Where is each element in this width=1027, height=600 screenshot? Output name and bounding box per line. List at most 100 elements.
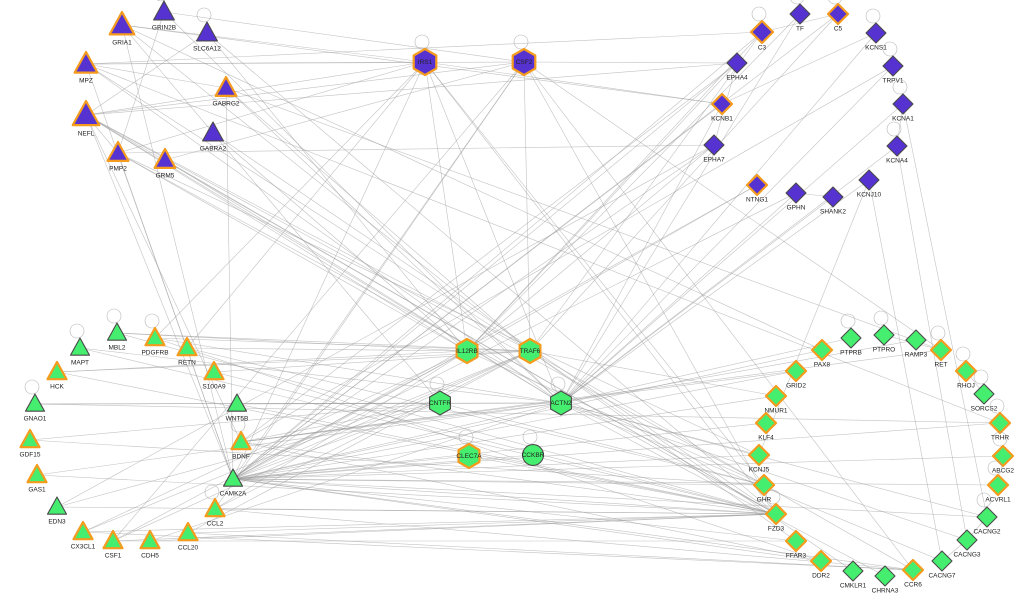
diamond-node-shape[interactable] (784, 529, 808, 553)
node-ccr6[interactable]: CCR6 (901, 558, 925, 589)
node-csf1[interactable]: CSF1 (102, 529, 124, 560)
triangle-node-shape[interactable] (222, 468, 244, 487)
diamond-node-shape[interactable] (826, 2, 850, 26)
diamond-node-shape[interactable] (956, 529, 978, 551)
triangle-node-shape[interactable] (203, 360, 225, 381)
hexagon-node-shape[interactable] (550, 390, 572, 416)
circle-node-shape[interactable] (521, 443, 544, 466)
node-cx3cl1[interactable]: CX3CL1 (71, 520, 96, 551)
hexagon-node-shape[interactable] (412, 47, 438, 77)
triangle-node-shape[interactable] (204, 497, 226, 518)
diamond-node-shape[interactable] (754, 411, 778, 435)
node-cacng7[interactable]: CACNG7 (928, 550, 956, 580)
node-chrna3[interactable]: CHRNA3 (872, 565, 899, 595)
triangle-node-shape[interactable] (153, 0, 175, 21)
diamond-node-shape[interactable] (822, 186, 844, 208)
diamond-node-shape[interactable] (973, 383, 995, 405)
node-ret[interactable]: RET (929, 325, 953, 369)
node-sorcs2[interactable]: SORCS2 (971, 369, 998, 413)
node-acvrl1[interactable]: ACVRL1 (985, 460, 1011, 504)
triangle-node-shape[interactable] (214, 75, 238, 98)
diamond-node-shape[interactable] (858, 169, 880, 191)
diamond-node-shape[interactable] (892, 93, 914, 115)
diamond-node-shape[interactable] (764, 384, 788, 408)
diamond-node-shape[interactable] (929, 338, 953, 362)
node-s100a9[interactable]: S100A9 (202, 360, 226, 391)
node-hck[interactable]: HCK (46, 360, 68, 391)
node-cmklr1[interactable]: CMKLR1 (840, 560, 867, 590)
node-abcg2[interactable]: ABCG2 (991, 431, 1015, 475)
diamond-node-shape[interactable] (874, 565, 896, 587)
triangle-node-shape[interactable] (106, 140, 130, 162)
node-gdf15[interactable]: GDF15 (19, 428, 41, 459)
node-edn3[interactable]: EDN3 (46, 496, 68, 526)
node-cacng3[interactable]: CACNG3 (953, 529, 981, 559)
node-il12rb[interactable]: IL12RB (455, 337, 479, 365)
node-traf6[interactable]: TRAF6 (518, 337, 542, 365)
triangle-node-shape[interactable] (73, 50, 99, 74)
diamond-node-shape[interactable] (986, 473, 1010, 497)
node-cckbr[interactable]: CCKBR (521, 429, 545, 466)
diamond-node-shape[interactable] (842, 560, 864, 582)
diamond-node-shape[interactable] (749, 19, 775, 45)
hexagon-node-shape[interactable] (518, 337, 542, 365)
diamond-node-shape[interactable] (976, 506, 998, 528)
node-pax8[interactable]: PAX8 (810, 338, 834, 369)
node-shank2[interactable]: SHANK2 (820, 186, 846, 216)
triangle-node-shape[interactable] (144, 326, 166, 347)
triangle-node-shape[interactable] (176, 336, 198, 357)
node-tf[interactable]: TF (789, 0, 811, 33)
triangle-node-shape[interactable] (71, 99, 101, 127)
diamond-node-shape[interactable] (991, 444, 1015, 468)
diamond-node-shape[interactable] (886, 135, 908, 157)
node-kcnj10[interactable]: KCNJ10 (857, 169, 882, 199)
triangle-node-shape[interactable] (46, 360, 68, 381)
diamond-node-shape[interactable] (954, 359, 978, 383)
node-ccl20[interactable]: CCL20 (177, 521, 199, 552)
node-kcna4[interactable]: KCNA4 (886, 121, 908, 165)
diamond-node-shape[interactable] (931, 550, 953, 572)
hexagon-node-shape[interactable] (429, 390, 451, 416)
diamond-node-shape[interactable] (810, 338, 834, 362)
diamond-node-shape[interactable] (785, 182, 807, 204)
triangle-node-shape[interactable] (226, 393, 248, 412)
diamond-node-shape[interactable] (905, 329, 927, 351)
diamond-node-shape[interactable] (784, 359, 808, 383)
node-gas1[interactable]: GAS1 (26, 463, 48, 494)
node-grin2b[interactable]: GRIN2B (152, 0, 176, 32)
node-csf2[interactable]: CSF2 (511, 34, 537, 77)
node-fzd3[interactable]: FZD3 (764, 489, 788, 533)
diamond-node-shape[interactable] (840, 327, 862, 349)
hexagon-node-shape[interactable] (457, 442, 481, 470)
diamond-node-shape[interactable] (988, 411, 1012, 435)
diamond-node-shape[interactable] (901, 558, 925, 582)
node-mpz[interactable]: MPZ (73, 50, 99, 85)
node-kcna1[interactable]: KCNA1 (892, 79, 914, 123)
node-slc6a12[interactable]: SLC6A12 (193, 7, 221, 53)
triangle-node-shape[interactable] (139, 529, 161, 550)
node-actn2[interactable]: ACTN2 (550, 376, 572, 416)
triangle-node-shape[interactable] (102, 529, 124, 550)
triangle-node-shape[interactable] (177, 521, 199, 542)
triangle-node-shape[interactable] (24, 393, 46, 412)
node-trhr[interactable]: TRHR (988, 398, 1012, 442)
node-grid2[interactable]: GRID2 (784, 359, 808, 390)
diamond-node-shape[interactable] (764, 502, 788, 526)
triangle-node-shape[interactable] (26, 463, 48, 484)
diamond-node-shape[interactable] (882, 55, 904, 77)
node-nmur1[interactable]: NMUR1 (764, 384, 788, 415)
hexagon-node-shape[interactable] (455, 337, 479, 365)
diamond-node-shape[interactable] (752, 473, 776, 497)
node-mbl2[interactable]: MBL2 (106, 308, 128, 352)
hexagon-node-shape[interactable] (511, 47, 537, 77)
triangle-node-shape[interactable] (230, 430, 252, 451)
node-pmp2[interactable]: PMP2 (106, 140, 130, 173)
triangle-node-shape[interactable] (196, 21, 218, 42)
node-gnao1[interactable]: GNAO1 (24, 379, 47, 423)
triangle-node-shape[interactable] (19, 428, 41, 449)
node-nefl[interactable]: NEFL (71, 99, 101, 138)
node-gria1[interactable]: GRIA1 (108, 10, 136, 47)
node-kcnj5[interactable]: KCNJ5 (747, 443, 771, 474)
diamond-node-shape[interactable] (710, 92, 734, 116)
